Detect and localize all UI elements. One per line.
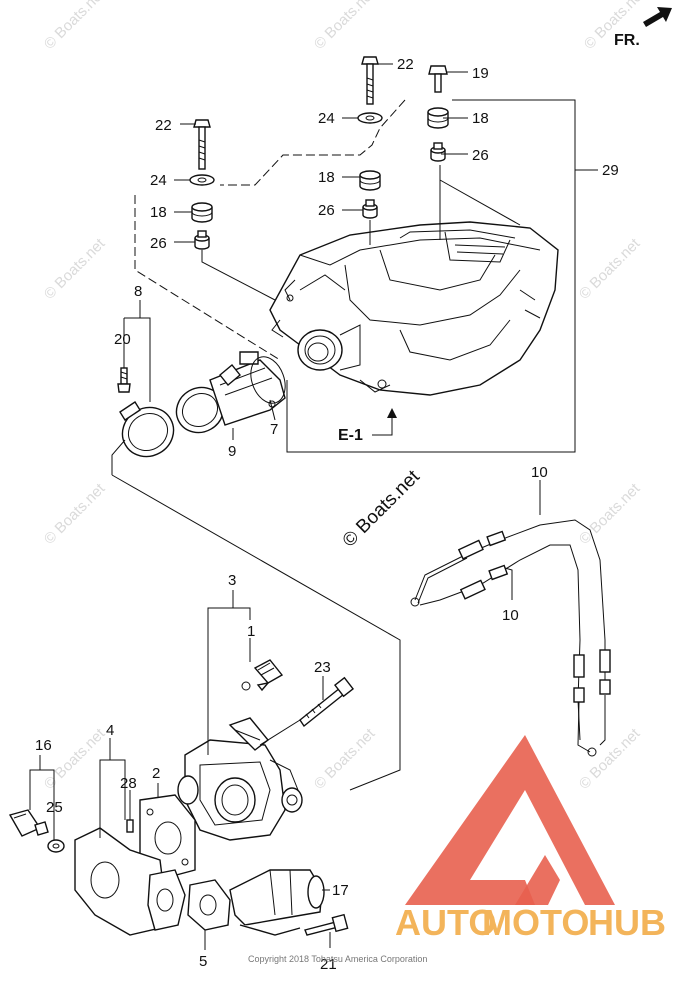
intake-adaptor-4 [74,827,186,936]
throttle-cables-10 [410,519,611,757]
callout-5: 5 [199,953,207,970]
svg-text:© Boats.net: © Boats.net [576,480,644,548]
airbox-leaders [201,165,521,301]
section-reference-label: E-1 [338,427,363,444]
throttle-body-3 [177,717,303,841]
callout-18-left: 18 [150,204,167,221]
grommet-18-right [427,107,449,129]
sensor-16 [8,809,49,837]
copyright-text: Copyright 2018 Tohatsu America Corporati… [248,954,427,964]
washer-24-left [189,174,215,186]
gasket-5 [187,879,231,931]
callout-18-middle: 18 [318,169,335,186]
callout-23: 23 [314,659,331,676]
idle-air-valve-17 [229,869,325,936]
svg-text:© Boats.net: © Boats.net [41,235,109,303]
bolt-23 [299,676,355,728]
bolt-22-middle [361,56,379,105]
throttle-to-hose-leader [111,474,401,791]
svg-text:AUTO: AUTO [395,902,496,943]
automotohub-logo [405,735,615,905]
callout-22-bolt-middle: 22 [397,56,414,73]
bolt-21 [304,913,349,936]
callout-16: 16 [35,737,52,754]
callout-labels: 22 19 24 18 22 26 29 18 24 26 18 26 8 20… [35,56,619,973]
svg-text:© Boats.net: © Boats.net [41,725,109,793]
screw-20 [117,367,131,393]
callout-26-middle: 26 [318,202,335,219]
svg-text:© Boats.net: © Boats.net [41,480,109,548]
svg-text:MOTO: MOTO [482,902,589,943]
hose-group-leader [111,439,126,475]
callout-20: 20 [114,331,131,348]
callout-26-right: 26 [472,147,489,164]
bolt-22-left [193,119,211,170]
automotohub-wordmark: AUTO MOTO HUB [395,902,666,943]
callout-18-right: 18 [472,110,489,127]
callout-17: 17 [332,882,349,899]
callout-24-left: 24 [150,172,167,189]
grommet-18-left [191,202,213,223]
callout-7: 7 [270,421,278,438]
callout-22-bolt-left: 22 [155,117,172,134]
collar-26-left [194,230,210,250]
bolt-19-right [428,65,448,93]
watermark-layer: © Boats.net © Boats.net © Boats.net © Bo… [41,0,649,793]
callout-26-left: 26 [150,235,167,252]
callout-8: 8 [134,283,142,300]
callout-1: 1 [247,623,255,640]
center-watermark: © Boats.net [339,466,425,552]
section-ref-arrow [387,408,397,418]
callout-4: 4 [106,722,114,739]
callout-10-upper: 10 [531,464,548,481]
section-ref-leader [372,415,393,436]
callout-24-middle: 24 [318,110,335,127]
hose-clamp-8 [119,401,175,458]
callout-10-lower: 10 [502,607,519,624]
assembly-29-outline [134,99,576,453]
callout-29: 29 [602,162,619,179]
callout-19: 19 [472,65,489,82]
svg-text:© Boats.net: © Boats.net [576,235,644,303]
washer-24-middle [357,112,383,124]
callout-3: 3 [228,572,236,589]
svg-text:HUB: HUB [588,902,666,943]
air-intake-silencer [269,221,559,396]
dowel-pin-28 [126,819,134,833]
callout-21: 21 [320,956,337,973]
callout-25: 25 [46,799,63,816]
callout-leaders [29,63,598,950]
front-direction-arrow [643,7,672,27]
intake-hose-9 [175,351,286,434]
collar-26-right [430,142,446,162]
svg-text:© Boats.net: © Boats.net [311,0,379,53]
front-direction-label: FR. [614,32,640,49]
svg-text:© Boats.net: © Boats.net [576,725,644,793]
svg-text:© Boats.net: © Boats.net [41,0,109,53]
washer-25 [47,839,65,853]
callout-28: 28 [120,775,137,792]
adjuster-screw-1 [241,659,284,692]
callout-2: 2 [152,765,160,782]
collar-26-middle [362,199,378,219]
bolt23-leader [259,719,301,746]
grommet-18-middle [359,170,381,191]
callout-9: 9 [228,443,236,460]
